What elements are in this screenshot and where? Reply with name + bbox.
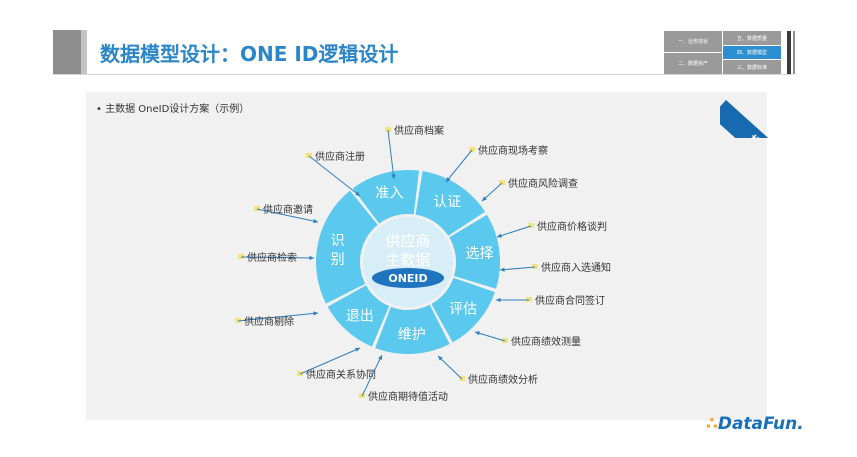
label-marker-4 [254, 206, 260, 211]
segment-label-exit: 退出 [346, 309, 374, 325]
callout-line-9 [237, 312, 319, 322]
callout-arrowhead-0 [391, 174, 396, 179]
callout-label-5: 供应商价格谈判 [537, 220, 607, 233]
callout-arrowhead-5 [497, 233, 502, 238]
bullet-text: 主数据 OneID设计方案（示例） [105, 104, 250, 115]
callout-label-8: 供应商合同签订 [535, 294, 605, 307]
segment-maintenance [375, 304, 450, 354]
datafun-logo: ∴DataFun. [706, 414, 804, 434]
callout-label-4: 供应商邀请 [263, 203, 313, 216]
segment-identification [315, 190, 378, 304]
segment-label-certification: 认证 [433, 195, 461, 211]
nav-accent-bar-light [793, 31, 795, 74]
logo-brand: DataFun. [717, 414, 804, 434]
center-title-line2: 主数据 [385, 251, 430, 269]
callout-label-9: 供应商剔除 [244, 315, 294, 328]
label-marker-0 [385, 127, 391, 132]
label-marker-3 [499, 180, 505, 185]
callout-line-12 [437, 355, 463, 380]
callout-line-13 [361, 354, 383, 397]
segment-admission [352, 170, 420, 224]
callout-arrowhead-6 [309, 255, 314, 261]
callout-line-11 [299, 347, 361, 375]
callout-arrowhead-4 [313, 218, 318, 224]
nav-cell-data-assets[interactable]: 二、数据资产 [664, 53, 722, 74]
label-marker-2 [469, 147, 475, 152]
nav-accent-bar [787, 31, 791, 74]
callout-arrowhead-10 [475, 331, 480, 336]
callout-line-4 [256, 208, 319, 223]
label-marker-1 [306, 153, 312, 158]
center-title-line1: 供应商 [385, 232, 430, 250]
page-title: 数据模型设计：ONE ID逻辑设计 [100, 42, 399, 66]
callout-label-2: 供应商现场考察 [478, 144, 548, 157]
callout-line-5 [496, 225, 532, 238]
callout-label-0: 供应商档案 [394, 124, 444, 137]
callout-label-11: 供应商关系协同 [306, 368, 376, 381]
segment-label-selection: 选择 [465, 246, 493, 262]
segment-label-identification-part1: 识 [331, 233, 345, 249]
segment-label-evaluation: 评估 [449, 301, 477, 317]
callout-label-10: 供应商绩效测量 [511, 335, 581, 348]
nav-cell-data-quality[interactable]: 五、数据质量 [723, 31, 781, 45]
segment-exit [327, 285, 390, 347]
header-accent-bar [53, 30, 81, 74]
callout-label-3: 供应商风险调查 [508, 177, 578, 190]
segment-label-identification-part2: 别 [331, 252, 345, 268]
header-divider [53, 74, 793, 75]
label-marker-5 [528, 223, 534, 228]
section-nav: 一、业务现状 二、数据资产 五、数据质量 四、数据模型 三、数据标准 [664, 31, 781, 74]
bullet-heading: • 主数据 OneID设计方案（示例） [96, 104, 250, 115]
label-marker-6 [238, 254, 244, 259]
oneid-badge [372, 268, 444, 288]
callout-line-1 [308, 155, 361, 197]
nav-cell-current-state[interactable]: 一、业务现状 [664, 31, 722, 52]
segment-certification [415, 171, 486, 236]
callout-arrowhead-8 [496, 297, 501, 303]
callout-label-12: 供应商绩效分析 [468, 373, 538, 386]
callout-line-0 [387, 129, 395, 180]
label-marker-7 [532, 264, 538, 269]
callout-arrowhead-3 [482, 196, 487, 201]
callout-line-10 [474, 331, 506, 342]
callout-label-13: 供应商期待值活动 [368, 390, 448, 403]
callout-arrowhead-2 [446, 177, 451, 182]
segment-label-admission: 准入 [375, 185, 403, 201]
callout-arrowhead-1 [355, 191, 360, 196]
callout-label-1: 供应商注册 [315, 150, 365, 163]
callout-arrowhead-11 [355, 347, 360, 352]
nav-cell-data-standard[interactable]: 三、数据标准 [723, 60, 781, 74]
nav-cell-data-model[interactable]: 四、数据模型 [723, 46, 781, 59]
callout-arrowhead-12 [438, 356, 443, 361]
callout-label-7: 供应商入选通知 [541, 261, 611, 274]
callout-line-7 [499, 266, 536, 271]
callout-line-2 [445, 149, 473, 183]
oneid-badge-label: ONEID [388, 272, 427, 285]
segment-label-maintenance: 维护 [398, 327, 426, 343]
header-accent-bar-light [81, 30, 87, 74]
segment-evaluation [431, 277, 495, 343]
callout-arrowhead-9 [313, 311, 318, 316]
callout-label-6: 供应商检索 [247, 251, 297, 264]
segment-selection [449, 214, 501, 289]
callout-arrowhead-13 [378, 355, 382, 360]
callout-line-6 [240, 256, 315, 259]
callout-arrowhead-7 [500, 267, 505, 272]
